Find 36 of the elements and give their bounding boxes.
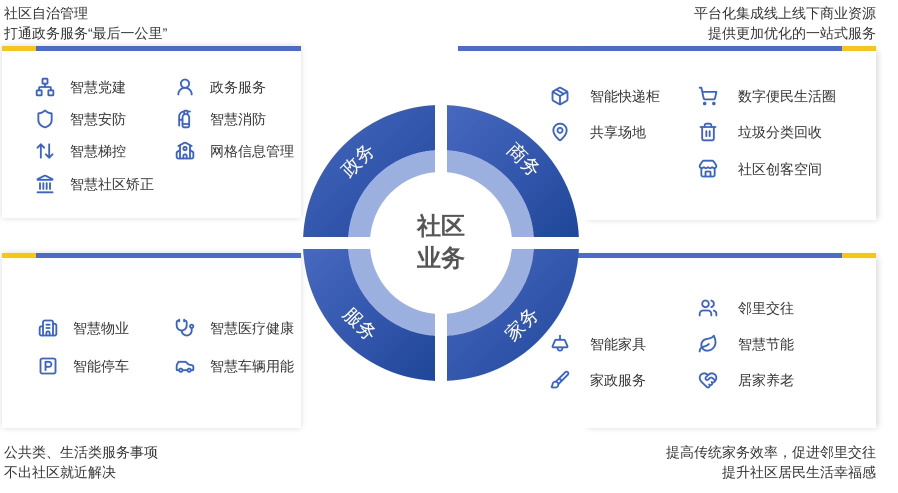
service-item-label: 智慧梯控: [70, 142, 126, 160]
service-panel: [2, 253, 301, 428]
service-item-label: 智能家具: [590, 335, 646, 353]
segment-label: 服务: [338, 304, 380, 346]
service-item-label: 家政服务: [590, 371, 646, 389]
service-item-label: 垃圾分类回收: [738, 123, 822, 141]
service-item-label: 智能快递柜: [590, 87, 660, 105]
panel-caption: 提高传统家务效率，促进邻里交往: [666, 443, 876, 462]
service-item-label: 数字便民生活圈: [738, 87, 836, 105]
service-item-label: 共享场地: [590, 123, 646, 141]
panel-caption: 社区自治管理: [4, 4, 88, 23]
service-panel: [2, 46, 301, 218]
service-item-label: 社区创客空间: [738, 160, 822, 178]
service-item-label: 政务服务: [210, 78, 266, 96]
service-item-label: 智慧消防: [210, 110, 266, 128]
service-item-label: 智慧党建: [70, 78, 126, 96]
panel-caption: 平台化集成线上线下商业资源: [694, 4, 876, 23]
panel-caption: 公共类、生活类服务事项: [4, 443, 158, 462]
service-item-label: 智能停车: [73, 357, 129, 375]
service-item-label: 网格信息管理: [210, 142, 294, 160]
panel-caption: 提供更加优化的一站式服务: [708, 24, 876, 43]
service-item-label: 居家养老: [738, 371, 794, 389]
service-item-label: 智慧医疗健康: [210, 319, 294, 337]
service-item-label: 智慧节能: [738, 335, 794, 353]
panel-caption: 提升社区居民生活幸福感: [722, 463, 876, 482]
panel-caption: 打通政务服务“最后一公里”: [4, 24, 168, 43]
center-label: 社区业务: [416, 212, 466, 274]
segment-label: 政务: [338, 140, 380, 182]
service-item-label: 智慧安防: [70, 110, 126, 128]
service-item-label: 邻里交往: [738, 299, 794, 317]
service-item-label: 智慧物业: [73, 319, 129, 337]
segment-label: 商务: [502, 140, 544, 182]
service-item-label: 智慧车辆用能: [210, 357, 294, 375]
segment-label: 家务: [502, 304, 544, 346]
service-item-label: 智慧社区矫正: [70, 175, 154, 193]
panel-caption: 不出社区就近解决: [4, 463, 116, 482]
